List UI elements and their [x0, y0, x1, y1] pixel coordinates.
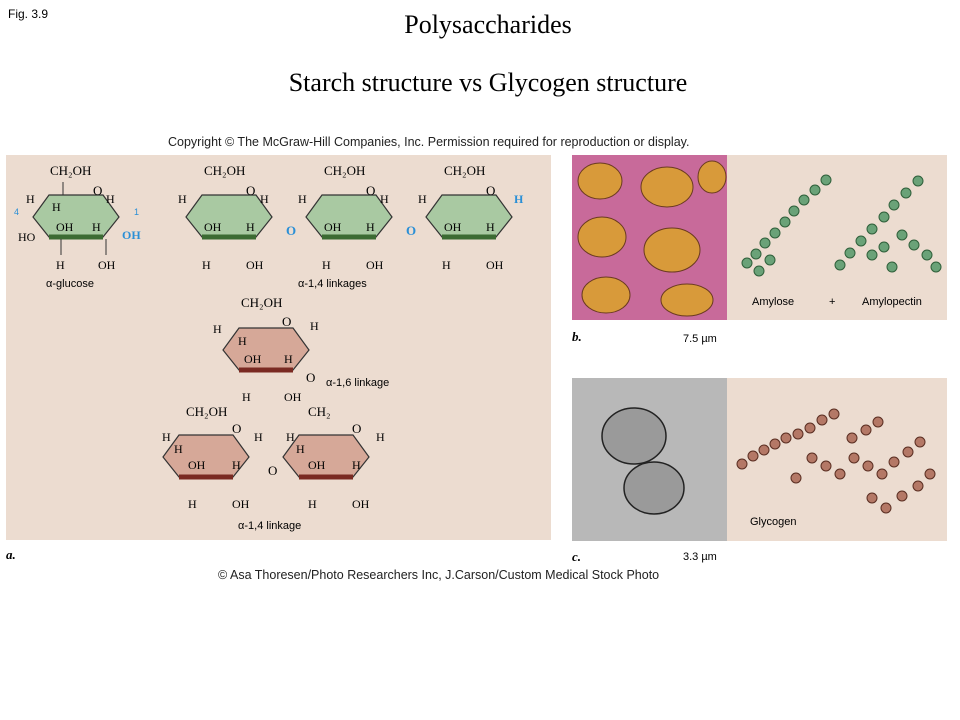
svg-text:O: O — [246, 183, 255, 198]
panel-a-structures: CH₂OH O H H 4 1 H HO OH H OH H OH α-gluc… — [6, 155, 551, 540]
svg-text:OH: OH — [232, 497, 250, 511]
svg-text:H: H — [56, 258, 65, 272]
svg-text:CH₂: CH₂ — [308, 404, 331, 419]
svg-text:H: H — [418, 192, 427, 206]
svg-text:H: H — [322, 258, 331, 272]
svg-text:H: H — [162, 430, 171, 444]
page-subtitle: Starch structure vs Glycogen structure — [288, 68, 688, 97]
amylose-chain-structure: CH₂OH CH₂OH CH₂OH O O O H H H H H H OH H… — [178, 163, 524, 290]
figure-label: Fig. 3.9 — [8, 7, 49, 21]
svg-text:OH: OH — [56, 220, 74, 234]
svg-text:H: H — [238, 334, 247, 348]
svg-text:O: O — [232, 421, 241, 436]
svg-text:CH₂OH: CH₂OH — [50, 163, 91, 178]
page-title: Polysaccharides — [404, 10, 572, 39]
alpha-glucose-molecule: CH₂OH O H H 4 1 H HO OH H OH H OH α-gluc… — [14, 163, 141, 290]
amylopectin-model — [834, 175, 942, 273]
svg-text:H: H — [188, 497, 197, 511]
svg-text:H: H — [284, 352, 293, 366]
svg-text:H: H — [213, 322, 222, 336]
svg-text:OH: OH — [486, 258, 504, 272]
svg-text:O: O — [306, 370, 315, 385]
svg-text:OH: OH — [324, 220, 342, 234]
svg-text:H: H — [260, 192, 269, 206]
svg-text:H: H — [442, 258, 451, 272]
svg-text:H: H — [92, 220, 101, 234]
svg-text:1: 1 — [134, 207, 139, 217]
panel-b-starch: Amylose + Amylopectin — [572, 155, 947, 320]
svg-text:H: H — [352, 458, 361, 472]
svg-text:α-1,4 linkages: α-1,4 linkages — [298, 278, 367, 290]
svg-text:O: O — [366, 183, 375, 198]
amylose-label: Amylose — [752, 296, 794, 308]
svg-text:H: H — [242, 390, 251, 404]
glycogen-branched-model — [736, 408, 936, 514]
svg-text:H: H — [26, 192, 35, 206]
svg-text:OH: OH — [122, 228, 141, 242]
amylopectin-label: Amylopectin — [862, 296, 922, 308]
svg-text:4: 4 — [14, 207, 19, 217]
svg-text:H: H — [298, 192, 307, 206]
svg-text:H: H — [232, 458, 241, 472]
svg-text:O: O — [486, 183, 495, 198]
glucose-structures-diagram: CH₂OH O H H 4 1 H HO OH H OH H OH α-gluc… — [14, 163, 524, 532]
svg-text:H: H — [52, 200, 61, 214]
svg-text:CH₂OH: CH₂OH — [186, 404, 227, 419]
svg-text:OH: OH — [246, 258, 264, 272]
panel-b-label: b. — [572, 329, 582, 344]
plus-label: + — [829, 296, 835, 308]
svg-text:CH₂OH: CH₂OH — [204, 163, 245, 178]
amylose-chain-model — [741, 174, 832, 277]
svg-text:CH₂OH: CH₂OH — [241, 295, 282, 310]
svg-text:α-glucose: α-glucose — [46, 278, 94, 290]
svg-text:H: H — [310, 319, 319, 333]
svg-text:O: O — [268, 463, 277, 478]
glycogen-micrograph-and-model: Glycogen — [572, 378, 936, 541]
scale-bar-b: 7.5 µm — [683, 333, 717, 345]
svg-text:H: H — [308, 497, 317, 511]
glycogen-label: Glycogen — [750, 516, 796, 528]
svg-text:H: H — [106, 192, 115, 206]
svg-text:OH: OH — [244, 352, 262, 366]
photo-credit: © Asa Thoresen/Photo Researchers Inc, J.… — [218, 568, 660, 582]
panel-a-label: a. — [6, 547, 16, 562]
svg-text:O: O — [93, 183, 102, 198]
svg-text:OH: OH — [366, 258, 384, 272]
svg-text:OH: OH — [284, 390, 302, 404]
copyright-notice: Copyright © The McGraw-Hill Companies, I… — [168, 135, 690, 149]
svg-text:O: O — [286, 223, 296, 238]
svg-text:H: H — [486, 220, 495, 234]
scale-bar-c: 3.3 µm — [683, 551, 717, 563]
panel-c-glycogen: Glycogen — [572, 378, 947, 541]
svg-text:OH: OH — [308, 458, 326, 472]
svg-text:O: O — [406, 223, 416, 238]
svg-text:OH: OH — [188, 458, 206, 472]
svg-text:α-1,6 linkage: α-1,6 linkage — [326, 377, 389, 389]
panel-c-label: c. — [572, 549, 582, 564]
svg-text:H: H — [380, 192, 389, 206]
svg-text:O: O — [282, 314, 291, 329]
svg-text:H: H — [366, 220, 375, 234]
svg-text:HO: HO — [18, 230, 36, 244]
starch-micrograph-and-model: Amylose + Amylopectin — [572, 155, 942, 320]
svg-text:H: H — [174, 442, 183, 456]
svg-text:H: H — [178, 192, 187, 206]
svg-text:OH: OH — [204, 220, 222, 234]
svg-text:H: H — [286, 430, 295, 444]
svg-text:H: H — [254, 430, 263, 444]
svg-text:OH: OH — [352, 497, 370, 511]
svg-text:α-1,4 linkage: α-1,4 linkage — [238, 520, 301, 532]
svg-text:CH₂OH: CH₂OH — [444, 163, 485, 178]
svg-text:H: H — [376, 430, 385, 444]
svg-text:OH: OH — [98, 258, 116, 272]
branch-structure: CH₂OH O H H H OH H H OH O α-1,6 linkage … — [162, 295, 389, 532]
svg-text:CH₂OH: CH₂OH — [324, 163, 365, 178]
svg-text:OH: OH — [444, 220, 462, 234]
svg-text:H: H — [514, 192, 524, 206]
svg-text:H: H — [202, 258, 211, 272]
svg-text:H: H — [246, 220, 255, 234]
svg-text:O: O — [352, 421, 361, 436]
svg-text:H: H — [296, 442, 305, 456]
